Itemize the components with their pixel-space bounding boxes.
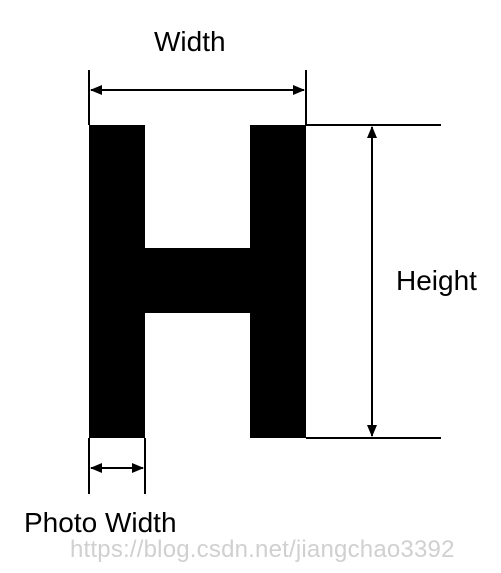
width-dimension [88, 70, 307, 125]
h-right-stem [250, 125, 306, 438]
photo-width-dimension [88, 438, 146, 494]
height-label: Height [396, 265, 477, 296]
h-left-stem [89, 125, 145, 438]
photo-width-label: Photo Width [24, 507, 177, 538]
watermark-text: https://blog.csdn.net/jiangchao3392 [70, 536, 455, 563]
height-dimension [306, 124, 441, 439]
letter-h-glyph [89, 125, 306, 438]
width-label: Width [154, 26, 226, 57]
h-crossbar [145, 248, 250, 313]
